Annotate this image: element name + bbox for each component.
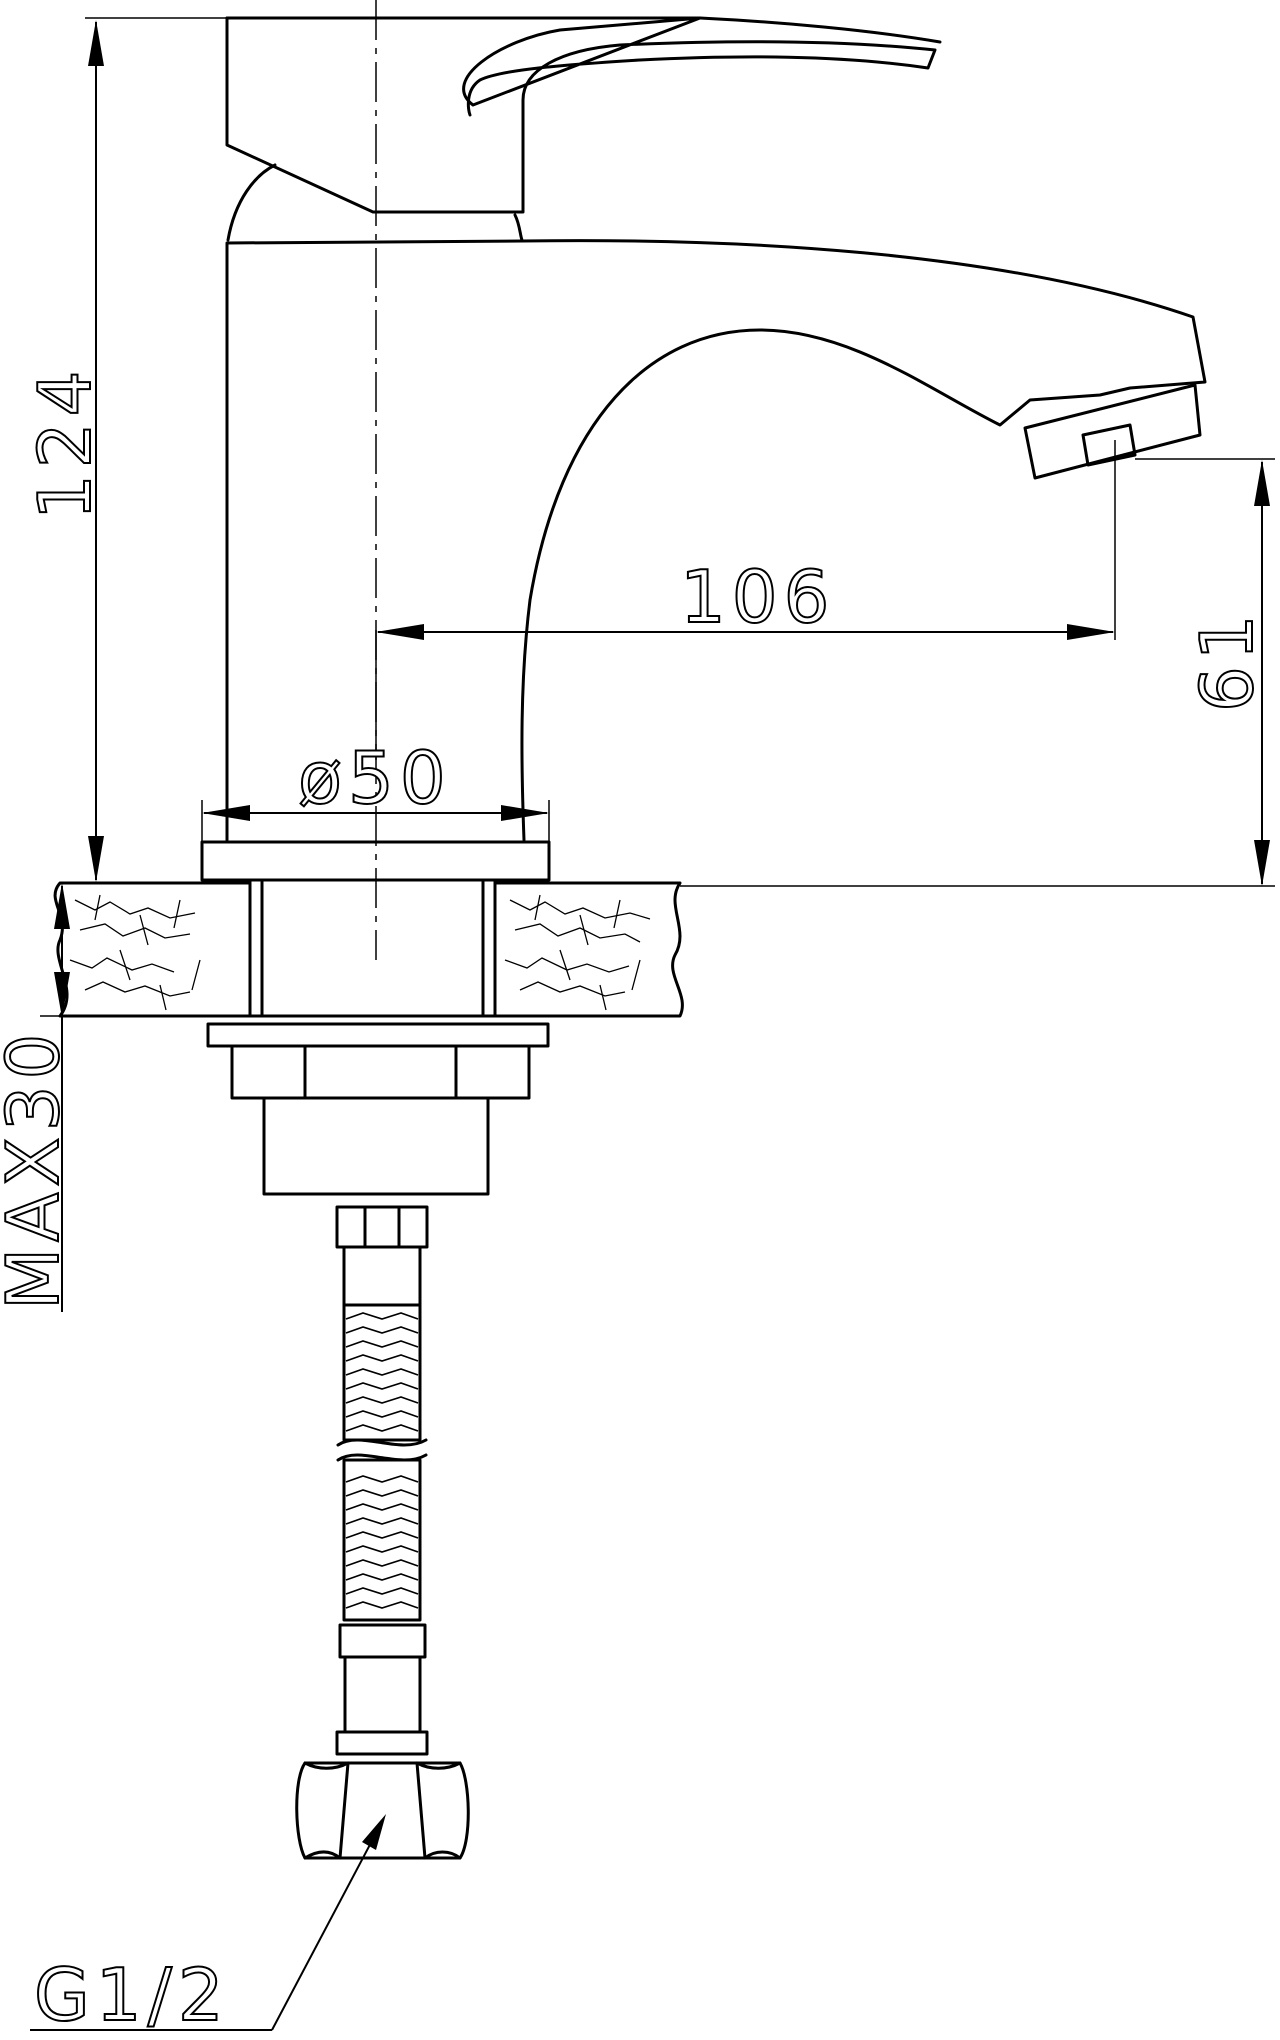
hose-braid-chevron xyxy=(345,1517,419,1525)
hose-braid-chevron xyxy=(345,1326,419,1334)
threaded-body xyxy=(262,1096,490,1196)
hose-braid-chevron xyxy=(345,1531,419,1539)
countertop-right xyxy=(493,881,684,1018)
dim-thread-label: G1/2 xyxy=(34,1953,230,2037)
spout xyxy=(225,239,1207,842)
countertop-left xyxy=(53,881,252,1018)
mounting xyxy=(53,840,684,1196)
dim-reach-label: 106 xyxy=(680,555,835,639)
dim-height-label: 124 xyxy=(23,365,107,520)
shank xyxy=(248,878,497,1018)
hose-braid-chevron xyxy=(345,1340,419,1348)
cartridge-dome xyxy=(226,163,524,242)
hose-braid-chevron xyxy=(345,1545,419,1553)
hose-braid-chevron xyxy=(345,1503,419,1511)
hex-nut xyxy=(295,1761,470,1860)
hose-ferrule-bottom xyxy=(338,1623,427,1659)
flexible-hose xyxy=(295,1205,470,1860)
dimension-lines xyxy=(30,17,1275,2031)
hose-braid-chevron xyxy=(345,1410,419,1418)
hose-braid-chevron xyxy=(345,1475,419,1483)
hose-braid-chevron xyxy=(345,1312,419,1320)
washer xyxy=(206,1022,550,1048)
hose-braid-chevron xyxy=(345,1382,419,1390)
hose-braid-chevron xyxy=(345,1489,419,1497)
dim-spout-height-label: 61 xyxy=(1185,608,1269,712)
hose-braid-chevron xyxy=(345,1601,419,1609)
hose-braid-chevron xyxy=(345,1368,419,1376)
lever-handle xyxy=(225,16,937,214)
hose-ferrule-top xyxy=(335,1205,429,1249)
lock-nut xyxy=(230,1044,531,1100)
hose-braid-chevron xyxy=(345,1573,419,1581)
faucet-body xyxy=(225,16,1207,842)
dim-base-diameter-label: ø50 xyxy=(298,736,452,820)
hose-braid-chevron xyxy=(345,1396,419,1404)
hose-braid-chevron xyxy=(345,1424,419,1432)
hose-braid-chevron xyxy=(345,1587,419,1595)
aerator xyxy=(1023,383,1202,480)
hose-braid-chevron xyxy=(345,1559,419,1567)
hose-braid-chevron xyxy=(345,1354,419,1362)
dim-max-thickness-label: MAX30 xyxy=(0,1028,75,1310)
